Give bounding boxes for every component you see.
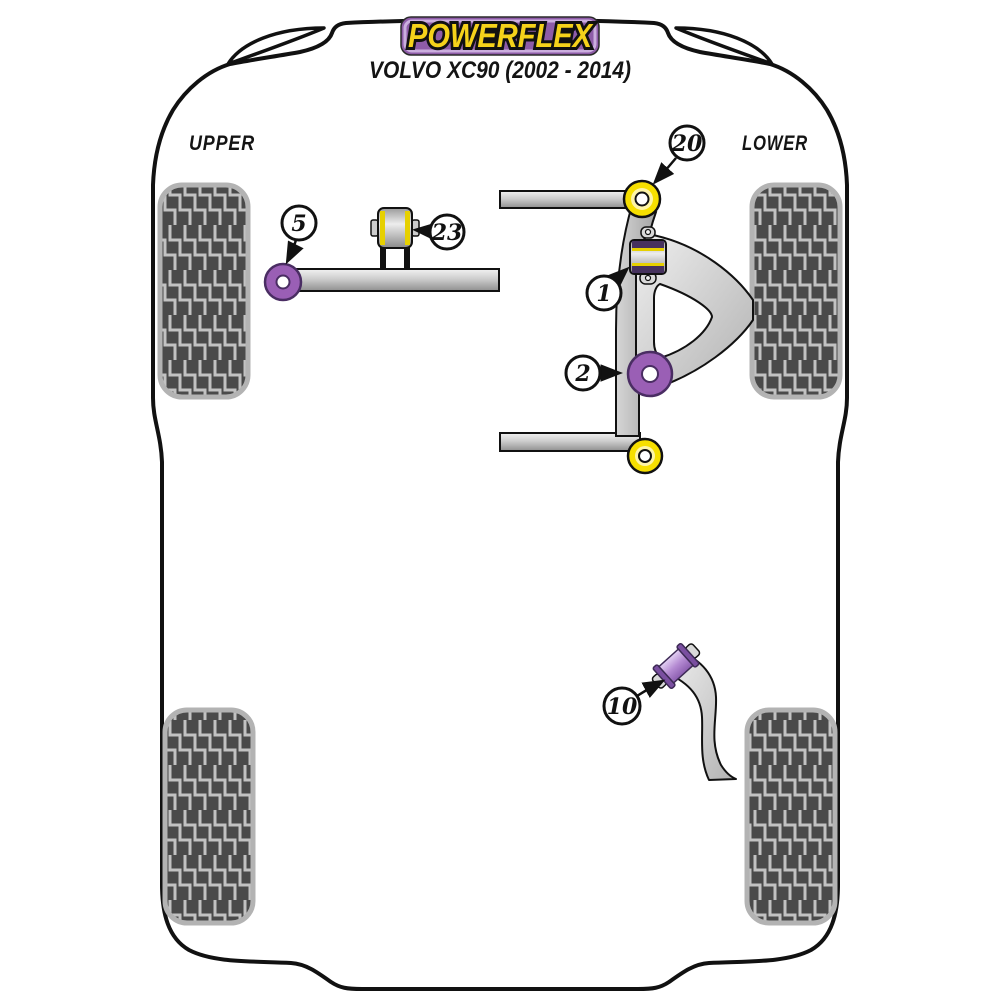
- callout-20: 20: [652, 124, 706, 185]
- mount-right-washer: [411, 219, 420, 237]
- upper-area-label: UPPER: [189, 132, 255, 155]
- rear-left-tire: [162, 707, 256, 926]
- bracket-right-leg: [404, 238, 410, 272]
- callout-5: 5: [280, 204, 318, 265]
- bush-10-body: [657, 648, 695, 684]
- front-right-tire: [749, 182, 843, 400]
- callout-10-arrow: [636, 679, 666, 699]
- callout-2-number: 2: [574, 361, 590, 387]
- bush-1-top-band: [632, 241, 664, 248]
- bush-1-assembly: [629, 226, 667, 285]
- bush-20-hole: [634, 191, 650, 207]
- rear-right-tire: [744, 707, 838, 926]
- mount-left-washer: [370, 219, 379, 237]
- callout-23-number: 23: [431, 220, 463, 246]
- lower-area-label: LOWER: [742, 132, 808, 155]
- callout-10-circle: [602, 686, 642, 726]
- subframe-top-bar: [499, 190, 631, 209]
- front-subframe-assembly: [499, 179, 754, 475]
- callout-10: 10: [602, 679, 666, 726]
- bush-1-bottom-band: [632, 266, 664, 273]
- mount-bush-right-band: [405, 211, 410, 245]
- callout-23-circle: [428, 213, 466, 251]
- vehicle-title: VOLVO XC90 (2002 - 2014): [369, 57, 631, 84]
- callout-5-circle: [280, 204, 318, 242]
- callout-5-number: 5: [291, 211, 306, 237]
- bracket-left-leg: [380, 238, 386, 272]
- callout-10-number: 10: [607, 694, 638, 720]
- callout-1: 1: [585, 266, 630, 312]
- callout-1-circle: [585, 274, 623, 312]
- callout-20-circle: [668, 124, 706, 162]
- car-body-outline: [151, 18, 849, 991]
- bush-rear-hole: [638, 449, 652, 463]
- bush-2-hole: [641, 365, 659, 383]
- bush-1-top-yellow: [632, 248, 664, 251]
- mount-bush-body: [377, 207, 413, 249]
- callout-23-arrow: [412, 222, 436, 241]
- mount-bush-left-band: [380, 211, 385, 245]
- bush-5-hole: [275, 274, 291, 290]
- callout-2-circle: [564, 354, 602, 392]
- powerflex-logo: POWERFLEX: [400, 14, 600, 57]
- right-headlight-outline: [674, 26, 774, 66]
- callout-20-number: 20: [671, 131, 703, 157]
- left-headlight-outline: [226, 26, 326, 66]
- bush-1-bottom-yellow: [632, 263, 664, 266]
- logo-inner-border: [403, 19, 597, 53]
- callout-2: 2: [564, 354, 623, 392]
- brand-name: POWERFLEX: [408, 17, 594, 54]
- antiroll-bar: [281, 268, 500, 292]
- bush-1-top-pin-hole: [644, 228, 652, 236]
- callout-5-arrow: [285, 239, 304, 265]
- logo-background: [400, 16, 600, 56]
- callout-1-number: 1: [596, 281, 611, 307]
- callout-20-arrow: [652, 157, 677, 185]
- front-left-tire: [157, 182, 251, 400]
- bush-1-bottom-pin-hole: [644, 274, 652, 282]
- callout-23: 23: [412, 213, 466, 251]
